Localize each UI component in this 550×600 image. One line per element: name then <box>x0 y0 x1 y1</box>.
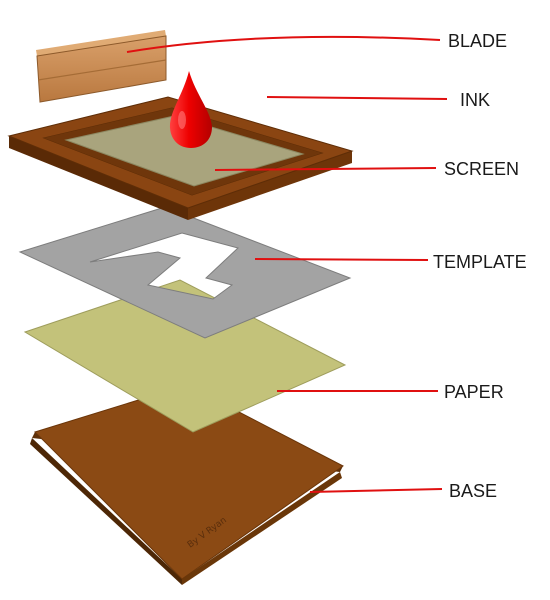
screen-label: SCREEN <box>444 159 519 179</box>
paper-label: PAPER <box>444 382 504 402</box>
base-label: BASE <box>449 481 497 501</box>
base-leader <box>309 488 443 493</box>
template-leader <box>254 258 429 261</box>
base-board: By V Ryan <box>30 384 344 585</box>
template-label: TEMPLATE <box>433 252 527 272</box>
screen-mesh <box>64 115 305 187</box>
screen-frame <box>7 96 354 220</box>
ink-leader <box>266 96 448 100</box>
template-stencil <box>18 206 352 339</box>
blade-leader <box>126 35 441 53</box>
ink-drop <box>169 71 212 148</box>
screen-leader <box>214 167 437 171</box>
blade-squeegee <box>36 30 167 103</box>
leader-lines <box>126 35 448 493</box>
blade-label: BLADE <box>448 31 507 51</box>
ink-label: INK <box>460 90 490 110</box>
